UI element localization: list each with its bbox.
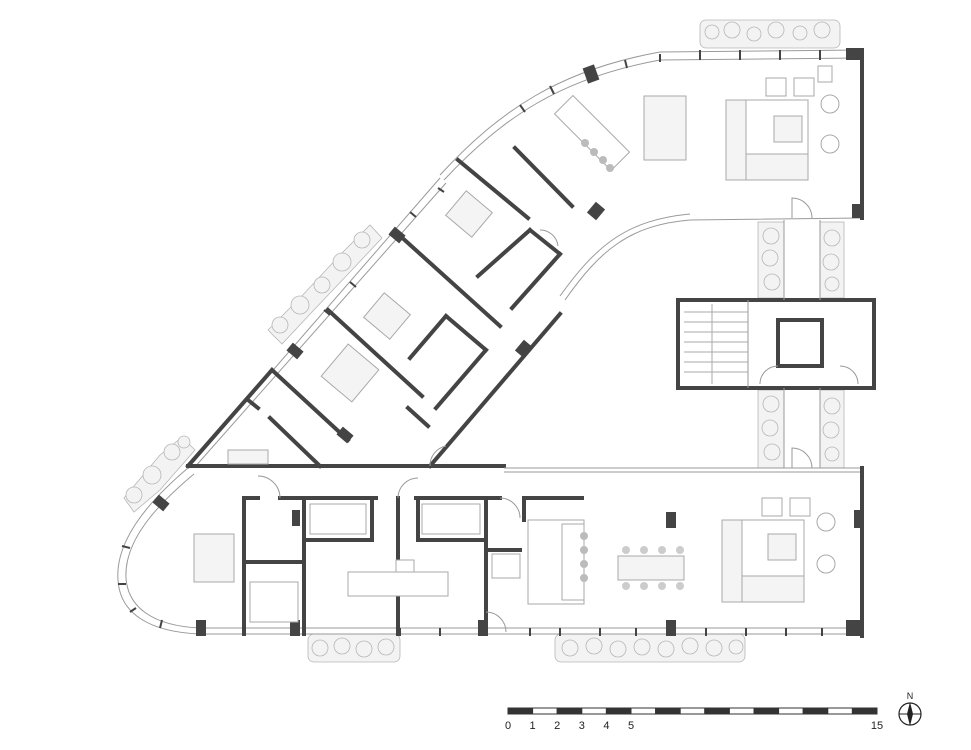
lower-furniture — [193, 497, 836, 623]
dining-table-lower — [617, 555, 685, 581]
doors — [257, 229, 559, 633]
upper-furniture — [227, 65, 840, 465]
scale-label: 3 — [579, 720, 585, 732]
upper-partitions — [245, 145, 575, 469]
scale-segment — [728, 707, 755, 715]
scale-segment — [802, 707, 829, 715]
planter-south-west — [307, 633, 401, 663]
scale-label: 4 — [603, 720, 609, 732]
scale-segment — [679, 707, 706, 715]
scale-bar: 0 1 2 3 4 5 15 — [505, 707, 883, 732]
scale-segment — [507, 707, 534, 715]
dining-table-upper — [643, 95, 687, 161]
scale-segment — [532, 707, 558, 715]
scale-segment — [753, 707, 780, 715]
stair-core — [676, 197, 876, 469]
planter-south-east — [554, 633, 746, 663]
scale-label: 0 — [505, 720, 511, 732]
scale-segment — [581, 707, 607, 715]
scale-label: 15 — [871, 720, 883, 732]
scale-segment — [605, 707, 632, 715]
north-label: N — [907, 691, 914, 701]
planter-west-diagonal — [123, 435, 196, 513]
scale-segment — [630, 707, 657, 715]
north-arrow-icon: N — [898, 691, 922, 726]
planter-top-east — [699, 19, 841, 49]
planter-corridor-south-right — [819, 389, 845, 469]
upper-curved-facade — [439, 49, 863, 176]
planter-corridor-north-right — [819, 221, 845, 299]
lower-apartment — [117, 229, 864, 638]
scale-label: 1 — [530, 720, 536, 732]
scale-segment — [827, 707, 853, 715]
scale-label: 2 — [554, 720, 560, 732]
scale-segment — [704, 707, 730, 715]
scale-segment — [851, 707, 878, 715]
upper-apartment — [185, 48, 864, 469]
scale-segment — [778, 707, 804, 715]
planter-corridor-south-left — [757, 389, 785, 469]
planters — [123, 19, 845, 663]
scale-segment — [556, 707, 583, 715]
bed-lower — [193, 533, 235, 583]
planter-northwest-diagonal — [267, 224, 383, 345]
scale-label: 5 — [628, 720, 634, 732]
scale-segment — [655, 707, 681, 715]
planter-corridor-north-left — [757, 221, 785, 299]
upper-inner-curve — [564, 217, 863, 301]
